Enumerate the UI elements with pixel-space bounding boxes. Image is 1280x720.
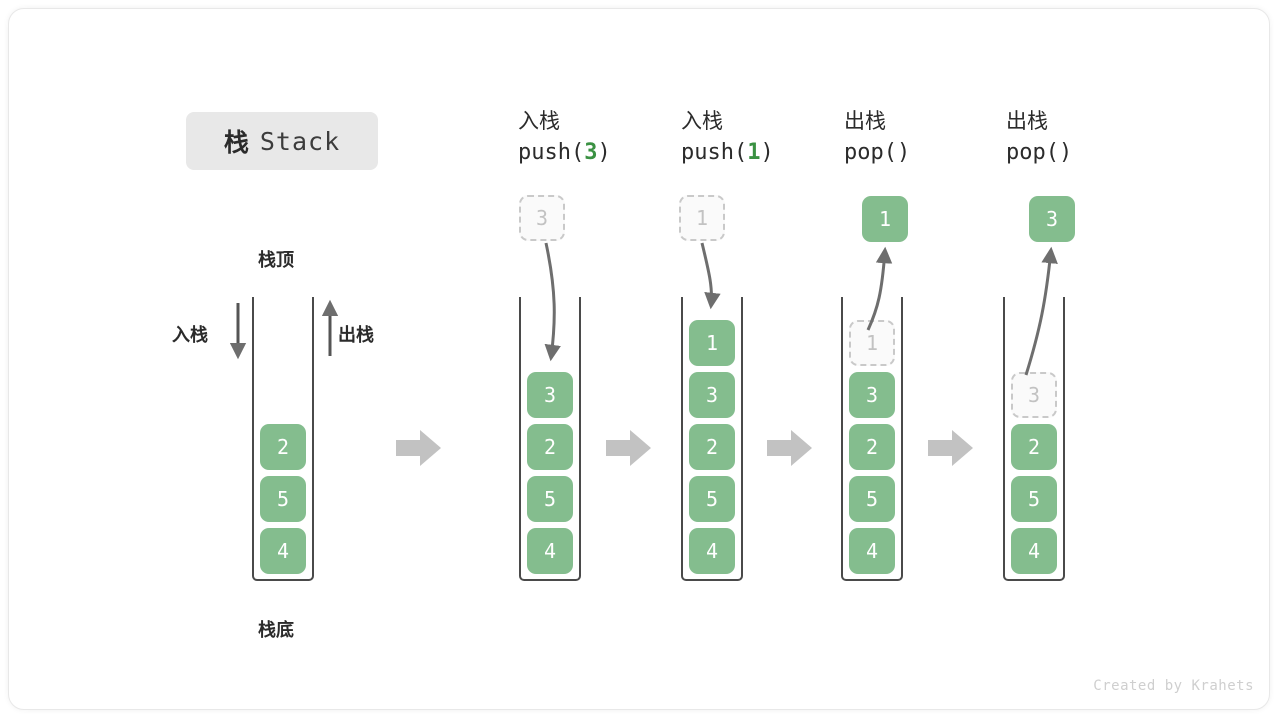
- code-suffix: ): [597, 140, 611, 166]
- step-header-pop-3: 出栈 pop(): [1006, 107, 1072, 169]
- pop-direction-label: 出栈: [338, 325, 374, 345]
- arrow-right-icon: [928, 430, 973, 466]
- stack-cell: 5: [1011, 476, 1057, 522]
- step-header-cn: 出栈: [844, 110, 886, 133]
- floating-cell-popped: 1: [862, 196, 908, 242]
- step-header-cn: 入栈: [681, 110, 723, 133]
- stack-cell: 4: [527, 528, 573, 574]
- credit-label: Created by Krahets: [1093, 678, 1254, 694]
- floating-cell-popped: 3: [1029, 196, 1075, 242]
- stack-cell: 2: [1011, 424, 1057, 470]
- stack-cell: 5: [689, 476, 735, 522]
- step-header-code: push(3): [518, 137, 611, 169]
- stack-cell: 2: [527, 424, 573, 470]
- step-header-cn: 出栈: [1006, 110, 1048, 133]
- stack-cell: 2: [849, 424, 895, 470]
- code-arg: 3: [584, 140, 598, 166]
- step-header-code: pop(): [844, 137, 910, 169]
- stack-cell: 1: [689, 320, 735, 366]
- code-suffix: ): [1058, 140, 1073, 166]
- title-en: Stack: [259, 126, 341, 156]
- step-header-push-3: 入栈 push(3): [518, 107, 611, 169]
- stack-cell: 5: [260, 476, 306, 522]
- code-suffix: ): [760, 140, 774, 166]
- stack-cell: 3: [527, 372, 573, 418]
- step-header-cn: 入栈: [518, 110, 560, 133]
- title-cn: 栈: [223, 129, 250, 157]
- code-prefix: pop(: [1006, 140, 1059, 166]
- stack-cell: 5: [527, 476, 573, 522]
- stack-cell: 4: [689, 528, 735, 574]
- stack-cell: 3: [689, 372, 735, 418]
- stack-container-pop-1: [841, 297, 903, 581]
- arrow-right-icon: [767, 430, 812, 466]
- code-arg: 1: [747, 140, 761, 166]
- stack-cell: 4: [260, 528, 306, 574]
- stack-container-initial: [252, 297, 314, 581]
- stack-cell-ghost: 3: [1011, 372, 1057, 418]
- stack-container-push-1: [681, 297, 743, 581]
- stack-cell: 2: [689, 424, 735, 470]
- stack-cell: 4: [849, 528, 895, 574]
- stack-cell: 4: [1011, 528, 1057, 574]
- step-header-push-1: 入栈 push(1): [681, 107, 774, 169]
- step-header-code: pop(): [1006, 137, 1072, 169]
- stack-cell: 2: [260, 424, 306, 470]
- code-suffix: ): [896, 140, 911, 166]
- arrow-right-icon: [606, 430, 651, 466]
- stack-cell: 5: [849, 476, 895, 522]
- step-header-code: push(1): [681, 137, 774, 169]
- step-header-pop-1: 出栈 pop(): [844, 107, 910, 169]
- stack-container-pop-3: [1003, 297, 1065, 581]
- code-prefix: push(: [681, 140, 748, 166]
- arrow-right-icon: [396, 430, 441, 466]
- floating-cell-ghost: 1: [679, 195, 725, 241]
- stack-cell: 3: [849, 372, 895, 418]
- diagram-title-badge: 栈 Stack: [186, 112, 378, 170]
- stack-top-label: 栈顶: [258, 250, 294, 270]
- stack-bottom-label: 栈底: [258, 620, 294, 640]
- code-prefix: push(: [518, 140, 585, 166]
- stack-container-push-3: [519, 297, 581, 581]
- push-direction-label: 入栈: [172, 325, 208, 345]
- floating-cell-ghost: 3: [519, 195, 565, 241]
- stack-cell-ghost: 1: [849, 320, 895, 366]
- code-prefix: pop(: [844, 140, 897, 166]
